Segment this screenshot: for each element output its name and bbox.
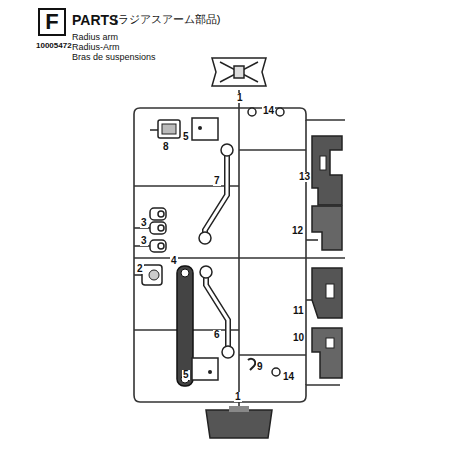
subtitle: Bras de suspensions <box>72 53 156 62</box>
callout-number: 13 <box>298 172 311 182</box>
subtitle: Radius-Arm <box>72 43 120 52</box>
callout-number: 8 <box>162 142 170 152</box>
callout-number: 6 <box>213 330 221 340</box>
section-letter: F <box>45 11 58 33</box>
callout-number: 7 <box>213 176 221 186</box>
callout-number: 3 <box>140 236 148 246</box>
callout-number: 5 <box>182 132 190 142</box>
callout-number: 1 <box>234 392 242 402</box>
section-letter-box: F <box>38 8 66 36</box>
callout-number: 12 <box>291 226 304 236</box>
callout-number: 14 <box>282 372 295 382</box>
callout-number: 5 <box>182 370 190 380</box>
callout-number: 4 <box>170 256 178 266</box>
callout-number: 2 <box>136 264 144 274</box>
subtitle: Radius arm <box>72 33 118 42</box>
callout-number: 9 <box>256 362 264 372</box>
callout-number: 3 <box>140 218 148 228</box>
heading-jp: (ラジアスアーム部品) <box>114 14 220 25</box>
callout-number: 14 <box>262 106 275 116</box>
callout-number: 11 <box>292 306 305 316</box>
part-code: 10005472 <box>36 42 72 50</box>
callout-number: 1 <box>236 93 244 103</box>
callout-number: 10 <box>292 333 305 343</box>
heading: PARTS <box>72 13 118 27</box>
